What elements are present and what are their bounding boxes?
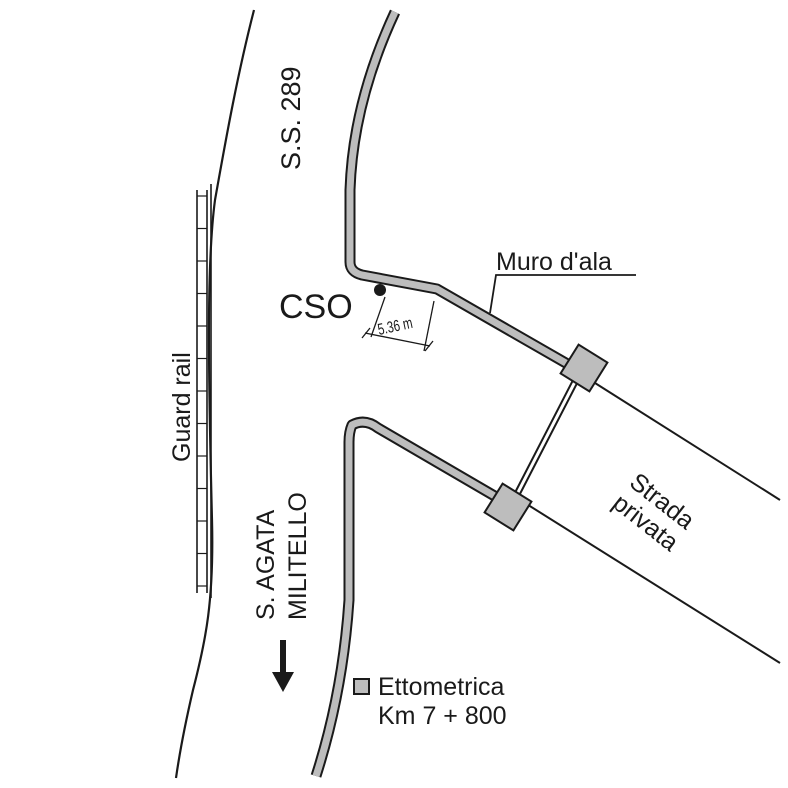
distance-text: 5.36 m	[376, 313, 414, 338]
direction-label-1: S. AGATA	[252, 509, 280, 620]
road-name: S.S. 289	[276, 66, 306, 170]
wall-upper	[344, 9, 581, 375]
pillar-lower	[483, 482, 533, 532]
arrow-down-icon	[272, 640, 294, 692]
private-road-edge-lower	[524, 502, 781, 664]
guard-rail-label: Guard rail	[168, 352, 196, 462]
pillar-upper	[559, 343, 609, 393]
direction-label-2: MILITELLO	[284, 492, 312, 620]
gate-bar	[511, 371, 582, 503]
marker-label-1: Ettometrica	[378, 673, 505, 701]
marker-square-icon	[353, 678, 370, 695]
dimension-annotation: 5.36 m 5.36 m	[361, 296, 435, 352]
muro-leader	[489, 274, 636, 314]
cso-point	[374, 284, 386, 296]
guard-rail	[196, 184, 212, 598]
cso-label: CSO	[279, 288, 353, 326]
muro-label: Muro d'ala	[496, 248, 612, 276]
private-road-edge-upper	[594, 382, 781, 501]
marker-label-2: Km 7 + 800	[378, 702, 507, 730]
